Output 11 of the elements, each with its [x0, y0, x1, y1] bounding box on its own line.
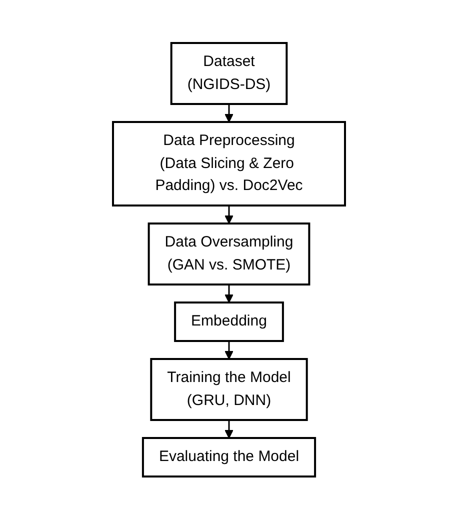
node-box: Training the Model (GRU, DNN): [150, 358, 308, 422]
arrow: [224, 206, 233, 224]
arrow: [224, 420, 233, 439]
arrow: [224, 341, 233, 360]
node-box: Data Preprocessing (Data Slicing & Zero Padding) vs. Doc2Vec: [112, 121, 346, 207]
arrow: [224, 284, 233, 304]
node-box: Data Oversampling (GAN vs. SMOTE): [147, 222, 310, 286]
node-box: Dataset (NGIDS-DS): [170, 42, 288, 106]
node-box: Embedding: [174, 302, 284, 342]
arrow: [224, 104, 233, 123]
node-box: Evaluating the Model: [141, 437, 316, 478]
